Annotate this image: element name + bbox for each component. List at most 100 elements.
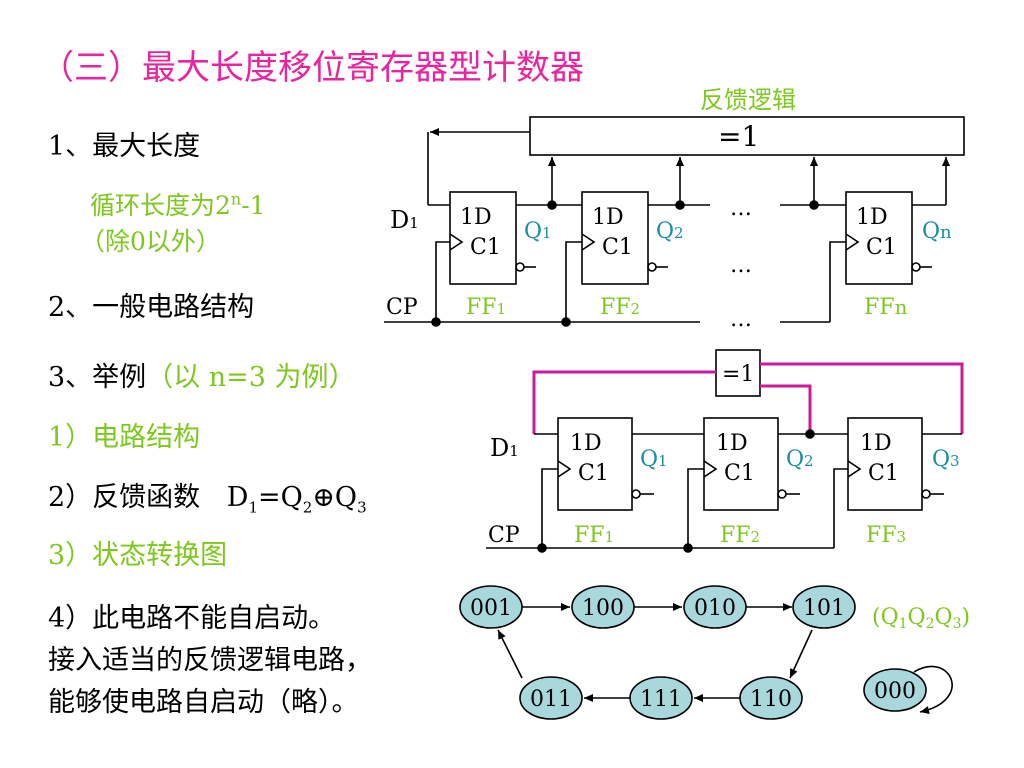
state-101-label: 101 [803, 596, 845, 621]
example-cp-label: CP [488, 523, 520, 548]
sub-self-start-2: 接入适当的反馈逻辑电路， [48, 645, 372, 676]
example-ff2-qbar-bubble [777, 489, 787, 499]
state-101 [792, 585, 856, 629]
general-qn-label: Qn [922, 219, 952, 244]
formula-q3-sub: 3 [357, 498, 367, 517]
state-transition-diagram [459, 585, 953, 720]
item-example-note: （以 n=3 为例） [146, 362, 356, 393]
state-labels: 001 100 010 101 110 111 011 000 (Q1Q2Q3) [470, 596, 970, 712]
general-ff1-box [449, 191, 517, 285]
general-cp-node-1 [431, 317, 441, 327]
cycle-length-exponent: n [230, 189, 242, 209]
example-clk-ff3 [833, 468, 848, 548]
transition-000-self [913, 665, 953, 714]
state-011 [519, 676, 583, 720]
cycle-length-prefix: 循环长度为2 [90, 191, 231, 220]
general-ff1-1d: 1D [460, 205, 492, 230]
general-node-q1 [547, 200, 557, 210]
general-circuit: 反馈逻辑 =1 D1 1D C1 1D C1 1D C1 [384, 86, 965, 332]
state-010-label: 010 [694, 596, 736, 621]
general-ff2-box [581, 191, 649, 285]
example-ff3-c1: C1 [868, 461, 899, 486]
feedback-formula: D1=Q2⊕Q3 [227, 482, 367, 517]
general-ff2-qbar-bubble [647, 262, 657, 272]
cycle-length-suffix: -1 [241, 191, 266, 220]
general-ellipsis-1: … [730, 196, 752, 221]
example-q2-feedback-wire [760, 384, 812, 434]
example-ff3-1d: 1D [860, 431, 892, 456]
general-ff2-1d: 1D [592, 205, 624, 230]
sub-circuit-structure: 1）电路结构 [48, 422, 201, 453]
state-010 [683, 585, 747, 629]
example-q3-feedback-wire [760, 362, 964, 434]
sub-self-start-3: 能够使电路自启动（略）。 [48, 687, 359, 718]
sub-self-start-1: 4）此电路不能自启动。 [48, 603, 336, 634]
general-ffn-c1: C1 [866, 235, 897, 260]
state-100-label: 100 [582, 596, 624, 621]
general-ff2-name: FF2 [600, 295, 640, 320]
general-node-qn-1 [809, 200, 819, 210]
example-q1-label: Q1 [640, 447, 668, 472]
example-ff2-c1: C1 [724, 461, 755, 486]
feedback-logic-label: 反馈逻辑 [700, 86, 796, 114]
item-example-label: 3、举例 [48, 362, 147, 393]
example-clk-ff2 [687, 468, 704, 548]
state-111 [629, 676, 693, 720]
example-ff1-c1: C1 [578, 461, 609, 486]
example-ff2-box [703, 417, 779, 511]
example-xor-label: =1 [722, 362, 754, 387]
general-clk-ffn [829, 241, 846, 322]
general-ellipsis-2: … [730, 253, 752, 278]
cycle-length-text: 循环长度为2n-1 [90, 186, 266, 222]
transition-011-001 [497, 629, 523, 679]
general-ffn-name: FFn [864, 295, 908, 320]
general-ffn-box [845, 191, 913, 285]
general-d1-label: D1 [390, 206, 419, 234]
example-q2-label: Q2 [786, 447, 814, 472]
general-xor-label: =1 [718, 120, 759, 153]
general-cp-node-2 [561, 317, 571, 327]
state-001-label: 001 [470, 596, 512, 621]
formula-eq: =Q [257, 482, 303, 513]
state-001 [459, 585, 523, 629]
example-q3-label: Q3 [932, 447, 960, 472]
general-ff1-qbar-bubble [515, 262, 525, 272]
state-000-label: 000 [874, 679, 916, 704]
example-ff1-name: FF1 [574, 523, 614, 548]
general-ff1-clk-triangle [449, 233, 464, 251]
general-ff1-name: FF1 [466, 295, 506, 320]
state-110-label: 110 [750, 687, 792, 712]
general-ff2-clk-triangle [581, 233, 596, 251]
example-ff2-clk-triangle [703, 460, 718, 478]
general-clk-ff1 [435, 241, 450, 322]
item-max-length: 1、最大长度 [48, 131, 201, 162]
page-title: （三）最大长度移位寄存器型计数器 [40, 48, 584, 88]
example-feedback-wire [532, 370, 716, 434]
example-d1-label: D1 [490, 434, 519, 462]
example-circuit: =1 D1 1D C1 1D C1 1D C1 [486, 349, 964, 553]
general-node-q2 [675, 200, 685, 210]
state-000 [863, 668, 927, 712]
general-q1-label: Q1 [524, 219, 552, 244]
state-110 [739, 676, 803, 720]
general-q2-label: Q2 [656, 219, 684, 244]
general-clk-ff2 [565, 241, 582, 322]
example-clk-ff1 [541, 468, 558, 548]
formula-d-sub: 1 [248, 498, 258, 517]
general-ffn-qbar-bubble [911, 262, 921, 272]
example-cp-node-2 [683, 543, 693, 553]
example-ff3-name: FF3 [866, 523, 906, 548]
general-ellipsis-3: … [730, 307, 752, 332]
example-ff1-1d: 1D [570, 431, 602, 456]
formula-xor: ⊕Q [312, 482, 358, 513]
example-ff2-name: FF2 [720, 523, 760, 548]
example-ff1-qbar-bubble [631, 489, 641, 499]
sub-feedback-label: 2）反馈函数 [48, 482, 201, 513]
example-node-q2 [805, 429, 815, 439]
state-100 [571, 585, 635, 629]
example-ff3-qbar-bubble [921, 489, 931, 499]
general-xor-gate [529, 116, 965, 156]
except-zero-text: （除0以外） [80, 227, 221, 256]
sub-feedback-function: 2）反馈函数 D1=Q2⊕Q3 [48, 475, 367, 516]
